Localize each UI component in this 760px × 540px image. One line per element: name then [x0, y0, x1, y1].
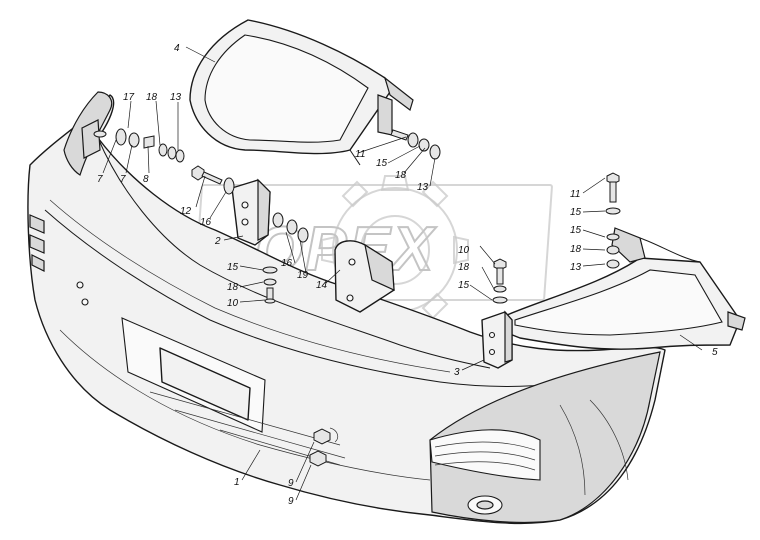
callout-18c: 18	[227, 282, 239, 293]
callout-10b: 10	[458, 245, 470, 256]
callout-13c: 13	[570, 262, 582, 273]
callout-14: 14	[316, 280, 328, 291]
callout-17: 17	[123, 92, 135, 103]
callout-15d: 15	[570, 207, 582, 218]
callout-11b: 11	[570, 189, 580, 200]
right-mount-bracket	[481, 310, 513, 369]
center-bracket	[334, 240, 395, 313]
callout-18b: 18	[395, 170, 407, 181]
callout-15c: 15	[458, 280, 470, 291]
callout-4: 4	[174, 43, 180, 54]
callout-15b: 15	[227, 262, 239, 273]
callout-9b: 9	[288, 496, 294, 507]
callout-13a: 13	[170, 92, 182, 103]
left-bolt-hardware	[191, 165, 235, 195]
callout-18a: 18	[146, 92, 158, 103]
upper-bolt-hardware	[390, 129, 441, 160]
callout-19: 19	[297, 270, 309, 281]
bumper-shell	[27, 91, 666, 525]
callout-7a: 7	[97, 174, 103, 185]
left-mount-bracket	[231, 178, 271, 246]
callout-15a: 15	[376, 158, 388, 169]
bumper-clips	[309, 427, 339, 467]
callout-2: 2	[214, 236, 221, 247]
callout-1: 1	[234, 477, 240, 488]
callout-15e: 15	[570, 225, 582, 236]
upper-right-bracket	[499, 227, 746, 350]
callout-11a: 11	[355, 149, 365, 160]
middle-hardware	[272, 212, 309, 243]
callout-12: 12	[180, 206, 192, 217]
upper-left-bracket	[189, 19, 414, 166]
callout-8: 8	[143, 174, 149, 185]
callout-10a: 10	[227, 298, 239, 309]
right-bolt-stack	[605, 172, 621, 269]
callout-16a: 16	[200, 217, 212, 228]
callout-18e: 18	[570, 244, 582, 255]
center-bolt-stack	[492, 258, 508, 304]
callout-9a: 9	[288, 478, 294, 489]
callout-13b: 13	[417, 182, 429, 193]
callout-3: 3	[454, 367, 460, 378]
leader-lines	[102, 46, 703, 501]
left-end-hardware	[81, 119, 185, 163]
callout-7b: 7	[120, 174, 126, 185]
callout-labels: 4 17 18 13 7 7 8 11 15 18 13 12 16 2 15 …	[97, 43, 718, 507]
callout-5: 5	[712, 347, 718, 358]
lower-left-bolt-stack	[262, 266, 278, 304]
callout-16b: 16	[281, 258, 293, 269]
callout-18d: 18	[458, 262, 470, 273]
